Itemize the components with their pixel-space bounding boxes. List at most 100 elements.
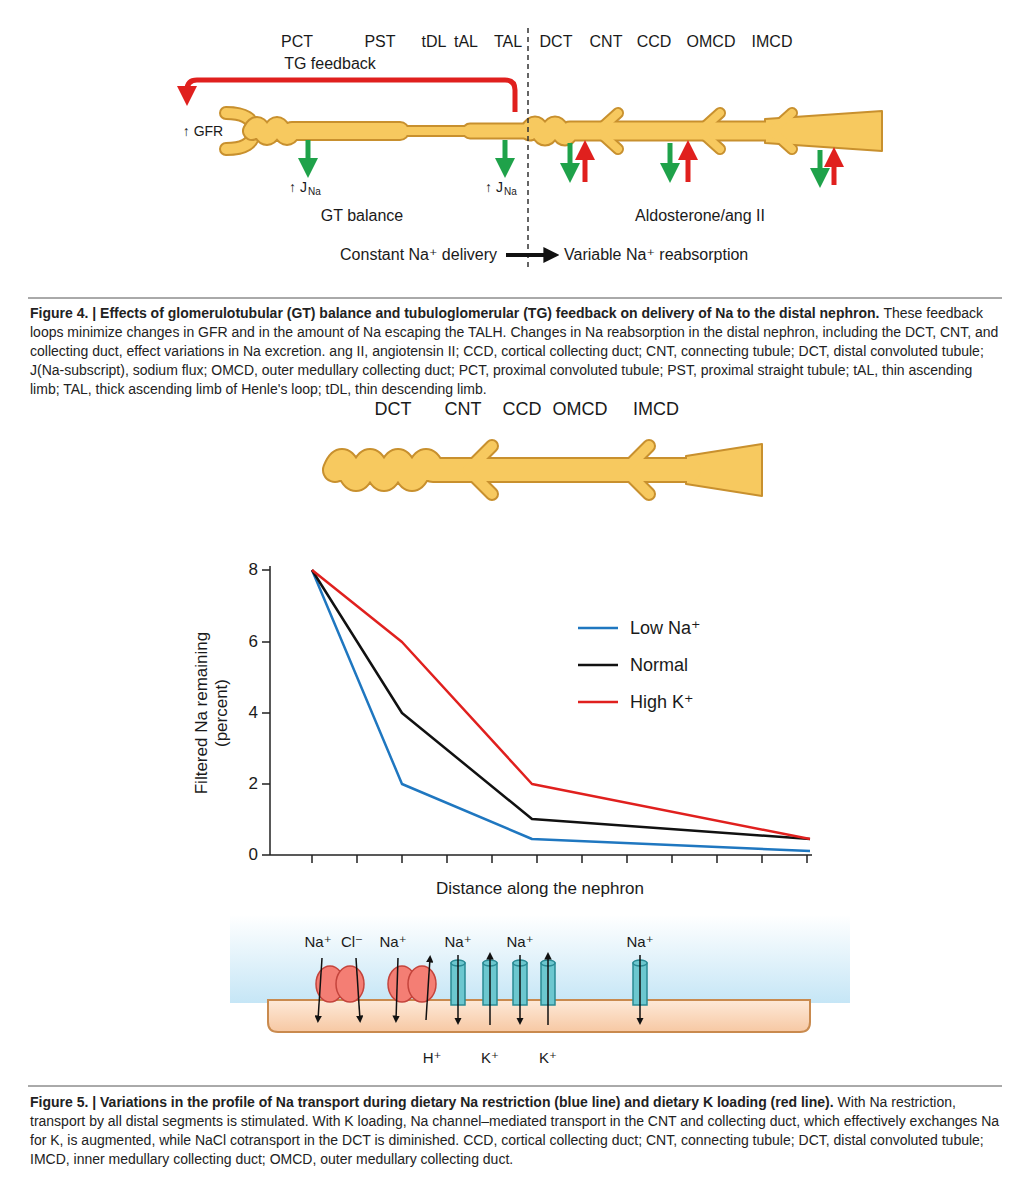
nephron-tubule (470, 123, 530, 140)
legend-label: Normal (630, 655, 688, 676)
caption-rule (28, 1086, 1002, 1087)
flux-label: ↑ J (289, 179, 307, 195)
ion-arrows (457, 955, 459, 1022)
flux-arrows (832, 155, 837, 185)
region-label: Aldosterone/ang II (635, 207, 765, 225)
transporters (451, 960, 647, 1005)
flow-label: Constant Na⁺ delivery (340, 246, 497, 264)
tick-label: 4 (249, 703, 258, 723)
epithelium (268, 1000, 810, 1032)
legend-samples (578, 627, 618, 630)
ion-label: K⁺ (481, 1049, 499, 1066)
flux-arrows (306, 140, 311, 170)
segment-label: OMCD (687, 33, 736, 51)
nephron-tubule (226, 111, 882, 151)
ion-label: Na⁺ (506, 933, 533, 950)
flux-arrows (583, 148, 588, 182)
ion-label: K⁺ (539, 1049, 557, 1066)
flow-label: Variable Na⁺ reabsorption (564, 246, 748, 264)
nephron-tubule (598, 113, 792, 149)
segment-label: tAL (454, 33, 478, 51)
ion-label: H⁺ (423, 1049, 442, 1066)
flux-label: ↑ J (485, 179, 503, 195)
transporters (408, 966, 436, 1002)
delivery-arrow (506, 253, 553, 257)
flux-arrows (818, 150, 823, 180)
ion-arrows (318, 958, 322, 1020)
caption-rule (28, 298, 1002, 299)
legend-samples (578, 701, 618, 704)
ion-label: Cl⁻ (341, 933, 363, 950)
data-lines (312, 570, 810, 851)
data-lines (312, 570, 810, 839)
caption-heading: Figure 5. | Variations in the profile of… (30, 1094, 834, 1110)
flux-arrows (568, 143, 573, 175)
segment-label: tDL (422, 33, 447, 51)
chart-axes (270, 854, 812, 856)
nephron-tubule (400, 127, 470, 135)
flux-arrows (503, 140, 508, 170)
nephron-tubule (252, 126, 400, 136)
nephron-tubule (530, 126, 768, 136)
ion-arrows (426, 958, 430, 1020)
segment-label: CCD (637, 33, 672, 51)
ion-arrows (318, 955, 640, 1025)
segment-label: IMCD (752, 33, 793, 51)
transporters (336, 966, 364, 1002)
ion-arrows (547, 955, 549, 1025)
segment-label: CNT (445, 399, 482, 420)
segment-label: OMCD (553, 399, 608, 420)
chart-axes (312, 855, 807, 863)
transporters (316, 960, 647, 1005)
flux-subscript: Na (308, 186, 321, 198)
ion-arrows (396, 958, 398, 1020)
ion-label: Na⁺ (379, 933, 406, 950)
segment-label: DCT (540, 33, 573, 51)
epithelium (230, 915, 850, 1032)
legend-label: Low Na⁺ (630, 618, 701, 639)
chart-axes (269, 566, 271, 855)
divider-line (527, 28, 529, 268)
distal-tubule (335, 461, 692, 479)
data-lines (312, 570, 810, 851)
data-lines (312, 570, 810, 839)
ion-arrows (519, 955, 521, 1022)
distal-tubule (335, 446, 692, 494)
axis-label: Filtered Na remaining (percent) (192, 613, 231, 813)
distal-tubule (335, 446, 690, 494)
tick-label: 6 (249, 632, 258, 652)
chart-axes (262, 566, 812, 863)
figure-caption: Figure 4. | Effects of glomerulotubular … (30, 304, 1002, 399)
ion-label: Na⁺ (304, 933, 331, 950)
axis-label: Distance along the nephron (436, 879, 644, 899)
nephron-tubule (470, 125, 530, 138)
nephron-tubule (252, 126, 400, 136)
flux-arrows (308, 140, 834, 185)
tick-label: 8 (249, 560, 258, 580)
legend-samples (578, 628, 618, 702)
ion-arrows (489, 955, 491, 1025)
ion-label: Na⁺ (626, 933, 653, 950)
nephron-tubule (530, 126, 770, 136)
caption-heading: Figure 4. | Effects of glomerulotubular … (30, 305, 879, 321)
chart-axes (262, 570, 270, 855)
segment-label: TAL (494, 33, 522, 51)
nephron-tubule (252, 113, 792, 149)
gfr-label: ↑ GFR (183, 123, 223, 139)
legend-samples (578, 664, 618, 667)
feedback-arrow (187, 80, 515, 112)
flux-arrows (668, 143, 673, 175)
ion-arrows (639, 955, 641, 1022)
nephron-tubule (252, 113, 792, 149)
tick-label: 2 (249, 774, 258, 794)
ion-arrows (356, 958, 360, 1020)
segment-label: CNT (590, 33, 623, 51)
segment-label: CCD (503, 399, 542, 420)
feedback-label: TG feedback (284, 55, 376, 73)
segment-label: IMCD (633, 399, 679, 420)
distal-tubule (468, 446, 649, 494)
tick-label: 0 (249, 845, 258, 865)
flux-subscript: Na (504, 186, 517, 198)
